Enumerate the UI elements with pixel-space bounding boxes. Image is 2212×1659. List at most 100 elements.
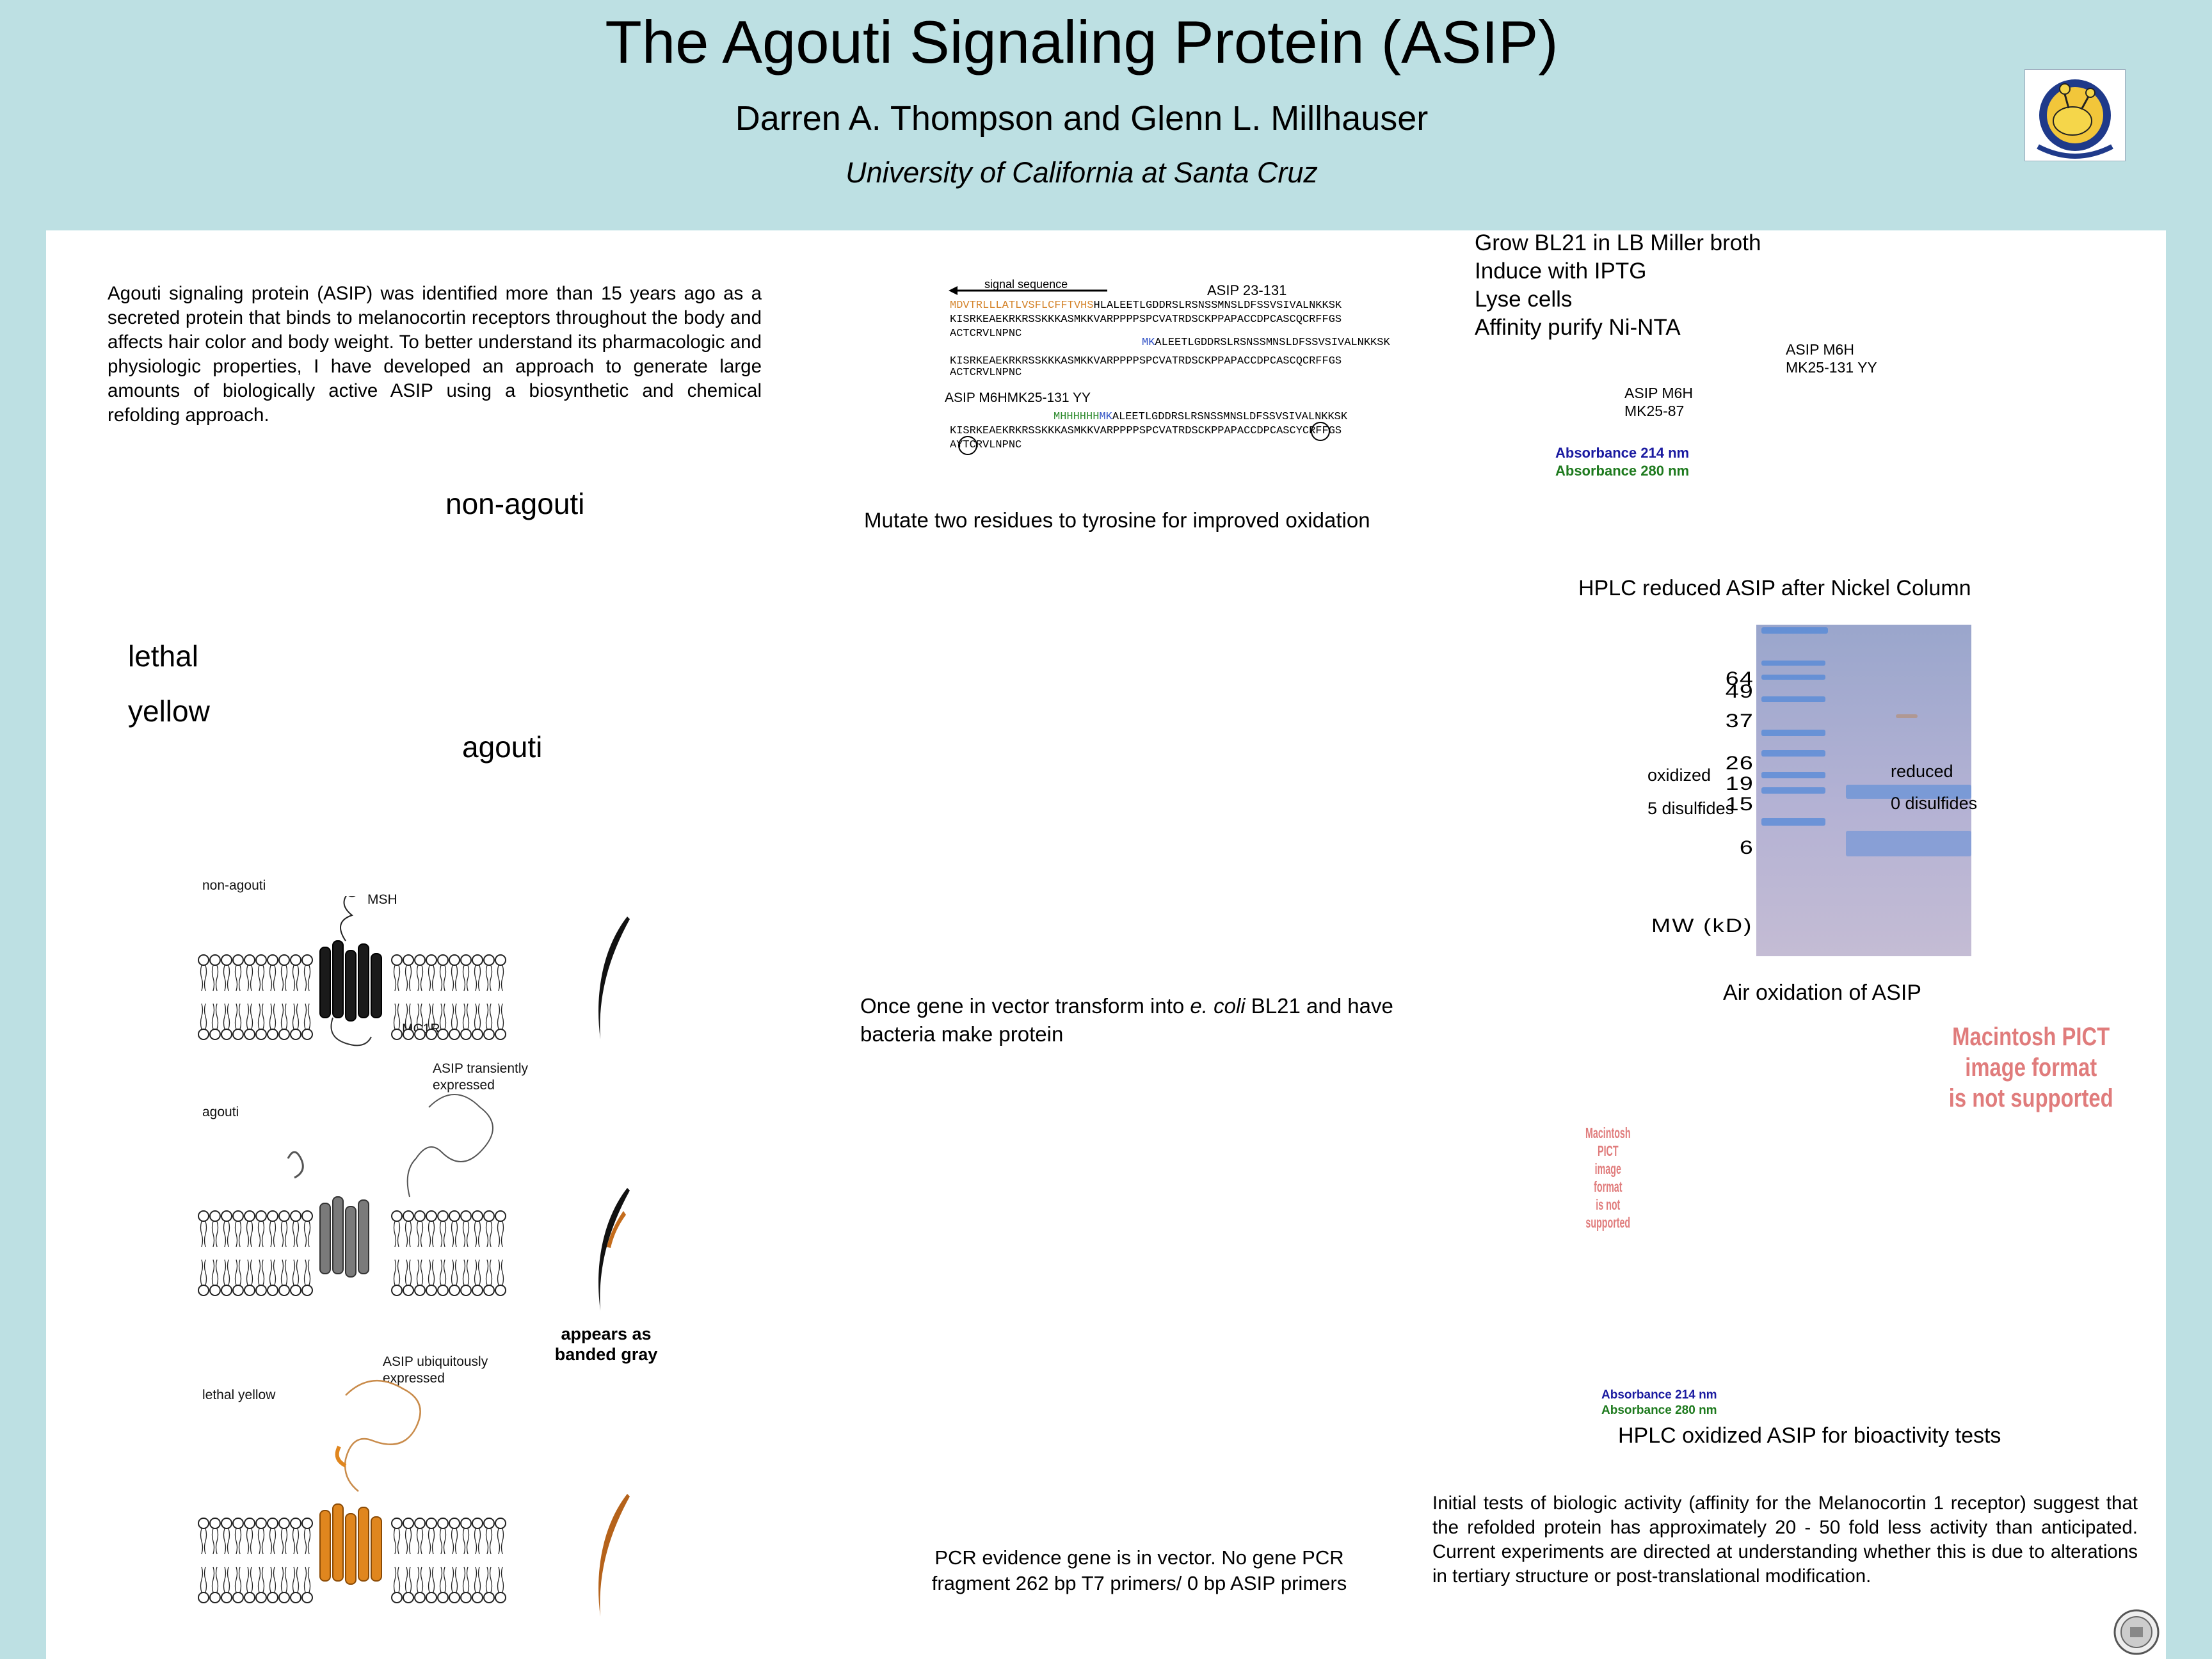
pict-small-text-3: is not supported: [1585, 1196, 1631, 1231]
label-non-agouti: non-agouti: [445, 487, 585, 520]
poster-title: The Agouti Signaling Protein (ASIP): [605, 8, 1559, 76]
gel-marker-band: [1761, 696, 1825, 702]
poster-affiliation: University of California at Santa Cruz: [846, 156, 1318, 189]
tyrosine-mutation-circle-2: [1311, 422, 1330, 441]
peak-label-1-line2: MK25-87: [1624, 403, 1685, 419]
mw-label-6: 6: [1739, 837, 1754, 858]
banded-caption-line2: banded gray: [554, 1345, 658, 1364]
ucsc-slug-logo: [2024, 69, 2126, 161]
gel-marker-band: [1761, 787, 1825, 794]
label-lethal: lethal: [128, 639, 198, 673]
transform-text-part2: BL21 and have: [1245, 994, 1393, 1018]
intro-paragraph: Agouti signaling protein (ASIP) was iden…: [108, 283, 762, 426]
absorbance-280-legend: Absorbance 280 nm: [1555, 463, 1690, 479]
pict-placeholder-large: Macintosh PICT image format is not suppo…: [1947, 1022, 2115, 1114]
his-tag: MHHHHHH: [1054, 411, 1100, 423]
peak-label-2-line1: ASIP M6H: [1786, 341, 1854, 358]
peak-label-1: ASIP M6H MK25-87: [1624, 384, 1693, 420]
step-lyse: Lyse cells: [1475, 287, 1573, 312]
pict-small-text-1: Macintosh PICT: [1585, 1125, 1631, 1159]
conclusion-paragraph: Initial tests of biologic activity (affi…: [1432, 1493, 2138, 1587]
pict-placeholder-small: Macintosh PICT image format is not suppo…: [1582, 1124, 1634, 1231]
sequence-line-5: KISRKEAEKRKRSSKKKASMKKVARPPPPSPCVATRDSCK…: [950, 355, 1342, 367]
gel-marker-band: [1761, 627, 1828, 634]
transform-text-line2: bacteria make protein: [860, 1022, 1064, 1046]
fig-label-msh: MSH: [367, 892, 397, 907]
gel-marker-band: [1761, 661, 1825, 666]
mw-label-26: 26: [1725, 753, 1754, 774]
hair-banded: [598, 1188, 630, 1311]
pcr-caption-line1: PCR evidence gene is in vector. No gene …: [934, 1546, 1344, 1569]
mw-label-19: 19: [1725, 773, 1754, 794]
fig-label-agouti: agouti: [202, 1105, 239, 1119]
peak-label-1-line1: ASIP M6H: [1624, 385, 1693, 401]
mature-sequence-1: HLALEETLGDDRSLRSNSSMNSLDFSSVSIVALNKKSK: [1093, 300, 1342, 312]
hplc-reduced-caption: HPLC reduced ASIP after Nickel Column: [1578, 576, 1971, 600]
pict-text-2: image format: [1965, 1054, 2097, 1082]
mutation-caption: Mutate two residues to tyrosine for impr…: [864, 508, 1370, 532]
oxidized-absorbance-280: Absorbance 280 nm: [1601, 1404, 1717, 1417]
label-agouti: agouti: [462, 730, 543, 764]
banded-gray-caption: appears as banded gray: [552, 1324, 661, 1365]
university-seal-icon: [2113, 1609, 2160, 1655]
mw-label-49: 49: [1725, 681, 1754, 702]
gel-sample-band-low: [1846, 831, 1971, 856]
absorbance-214-legend: Absorbance 214 nm: [1555, 445, 1690, 461]
gel-oxidized-label: oxidized: [1647, 765, 1711, 785]
sequence-line-4-mk: MKALEETLGDDRSLRSNSSMNSLDFSSVSIVALNKKSK: [1142, 337, 1390, 349]
gel-marker-band: [1761, 772, 1825, 778]
mw-label-15: 15: [1725, 794, 1754, 815]
fig-label-asip-transient: ASIP transiently: [433, 1061, 529, 1076]
sequence-line-3: ACTCRVLNPNC: [950, 328, 1022, 340]
oxidized-absorbance-214: Absorbance 214 nm: [1601, 1388, 1717, 1402]
gel-marker-band: [1761, 675, 1825, 680]
fig-label-lethal-yellow: lethal yellow: [202, 1388, 276, 1402]
peak-label-2-line2: MK25-131 YY: [1786, 359, 1877, 376]
sequence-line-1: MDVTRLLLATLVSFLCFFTVHSHLALEETLGDDRSLRSNS…: [950, 300, 1342, 312]
signal-arrow-icon: [949, 286, 1107, 295]
gel-sample-band-reduced: [1846, 785, 1971, 799]
fig-label-non-agouti: non-agouti: [202, 878, 266, 893]
mw-axis-label: MW (kD): [1651, 915, 1753, 936]
hplc-oxidized-caption: HPLC oxidized ASIP for bioactivity tests: [1618, 1423, 2001, 1448]
fig-label-asip-ubiquitous: ASIP ubiquitously: [383, 1354, 488, 1369]
membrane-receptor-diagram: [192, 896, 525, 1626]
transform-text-part1: Once gene in vector transform into: [860, 994, 1190, 1018]
gel-oxidized-disulfides: 5 disulfides: [1647, 799, 1735, 818]
gel-marker-band: [1761, 818, 1825, 826]
pict-text-3: is not supported: [1948, 1084, 2113, 1112]
purification-steps: Grow BL21 in LB Miller broth Induce with…: [1475, 229, 1761, 342]
gel-marker-band: [1761, 750, 1825, 757]
pict-text-1: Macintosh PICT: [1952, 1023, 2110, 1051]
sequence-line-6: ACTCRVLNPNC: [950, 367, 1022, 379]
tyrosine-mutation-circle: [958, 436, 977, 455]
air-oxidation-caption: Air oxidation of ASIP: [1723, 981, 1921, 1005]
mk-residues: MK: [1142, 337, 1155, 349]
fig-label-expressed-2: expressed: [383, 1371, 445, 1386]
pcr-caption-line2: fragment 262 bp T7 primers/ 0 bp ASIP pr…: [931, 1572, 1347, 1594]
label-yellow: yellow: [128, 694, 210, 728]
fig-label-expressed: expressed: [433, 1078, 495, 1093]
sequence-line-7: MHHHHHHMKALEETLGDDRSLRSNSSMNSLDFSSVSIVAL…: [1054, 411, 1347, 424]
ecoli-italic: e. coli: [1190, 994, 1246, 1018]
pict-small-text-2: image format: [1594, 1160, 1623, 1195]
sequence-line-8: KISRKEAEKRKRSSKKKASMKKVARPPPPSPCVATRDSCK…: [950, 425, 1342, 437]
step-grow: Grow BL21 in LB Miller broth: [1475, 230, 1761, 255]
signal-sequence-label: signal sequence: [984, 278, 1068, 291]
gel-reduced-label: reduced: [1891, 762, 1953, 781]
construct-label: ASIP M6HMK25-131 YY: [945, 390, 1091, 405]
gel-faint-band: [1896, 714, 1918, 718]
step-affinity: Affinity purify Ni-NTA: [1475, 315, 1681, 340]
mk-residues-2: MK: [1099, 411, 1112, 423]
hair-black: [598, 917, 630, 1039]
mw-label-37: 37: [1725, 710, 1754, 732]
sequence-line-2: KISRKEAEKRKRSSKKKASMKKVARPPPPSPCVATRDSCK…: [950, 314, 1342, 326]
peak-label-2: ASIP M6H MK25-131 YY: [1786, 341, 1877, 376]
banded-caption-line1: appears as: [561, 1324, 652, 1343]
hair-yellow: [598, 1494, 630, 1617]
mature-sequence-3: ALEETLGDDRSLRSNSSMNSLDFSSVSIVALNKKSK: [1112, 411, 1348, 423]
mw-label-64: 64: [1725, 668, 1754, 689]
transform-text: Once gene in vector transform into e. co…: [860, 992, 1462, 1048]
step-induce: Induce with IPTG: [1475, 259, 1647, 284]
mature-sequence-2: ALEETLGDDRSLRSNSSMNSLDFSSVSIVALNKKSK: [1155, 337, 1390, 349]
